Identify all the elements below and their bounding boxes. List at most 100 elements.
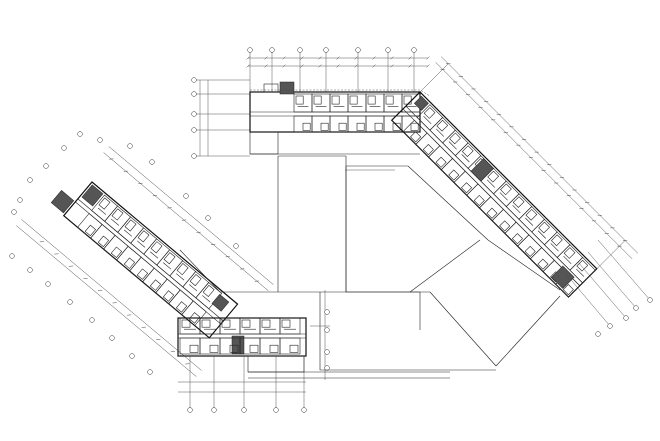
north-bath [392, 122, 401, 131]
dimension-tick [39, 241, 44, 243]
dimension-tick [54, 253, 59, 255]
dimension-tick [597, 215, 602, 216]
dimension-tick [97, 290, 103, 292]
dimension-tick [123, 170, 128, 172]
dimension-tick [572, 189, 577, 191]
north-room-lower [401, 115, 421, 133]
south-bath [249, 344, 259, 353]
south-bath [241, 319, 251, 328]
north-bath [385, 95, 394, 105]
north-bath [295, 95, 304, 105]
dimension-tick [579, 208, 584, 209]
east-bath [551, 234, 563, 247]
west-bath [149, 279, 162, 291]
east-bath [511, 233, 523, 245]
east-furniture [499, 192, 508, 201]
east-bath [461, 182, 473, 194]
dimension-tick [336, 64, 340, 68]
dimension-tick [112, 302, 117, 304]
west-furniture [110, 218, 120, 226]
dimension-tick [167, 207, 172, 209]
west-bath [123, 257, 136, 269]
dimension-tick [521, 139, 527, 140]
east-furniture [550, 243, 559, 252]
west-bath [111, 208, 124, 221]
dimension-tick [610, 227, 615, 229]
dimension-tick [141, 326, 146, 328]
dimension-tick [465, 94, 471, 95]
east-furniture [436, 128, 445, 137]
north-bath [403, 95, 412, 105]
dimension-tick [372, 56, 376, 60]
dimension-tick [484, 101, 489, 102]
dimension-tick [185, 363, 190, 365]
west-furniture [136, 240, 146, 248]
east-bath [487, 170, 500, 183]
east-furniture [423, 115, 432, 125]
east-furniture [563, 255, 572, 265]
dimension-tick [566, 195, 572, 196]
west-furniture [97, 207, 107, 215]
west-bath [97, 235, 110, 248]
north-bath [367, 95, 376, 105]
east-bath [538, 221, 550, 234]
dimension-tick [246, 56, 250, 60]
east-bath [486, 207, 498, 219]
dimension-tick [478, 107, 483, 108]
dimension-tick [254, 280, 259, 282]
west-furniture [202, 295, 211, 303]
west-bath [189, 273, 202, 287]
dimension-tick [264, 56, 268, 60]
north-bath [320, 122, 329, 131]
dimension-tick [152, 195, 158, 197]
east-bath [512, 196, 525, 208]
dimension-tick [528, 157, 534, 158]
dimension-tick [585, 202, 590, 203]
dimension-tick [300, 64, 304, 68]
dimension-tick [554, 182, 559, 184]
east-bath [423, 107, 436, 119]
east-bath [448, 169, 460, 181]
dimension-tick [156, 339, 161, 340]
dimension-tick [68, 265, 74, 267]
east-bath [461, 145, 474, 157]
east-furniture [461, 154, 470, 163]
grid-bubble [385, 47, 391, 53]
west-bath [202, 284, 215, 298]
east-bath [449, 132, 461, 145]
east-wing [390, 56, 638, 298]
east-bath [422, 144, 434, 156]
dimension-tick [458, 76, 464, 77]
dimension-tick [109, 158, 114, 160]
dimension-tick [471, 88, 476, 90]
east-furniture [537, 230, 546, 239]
dimension-tick [426, 64, 430, 68]
dimension-tick [453, 81, 458, 83]
north-bath [410, 122, 419, 131]
west-bubbles [9, 131, 239, 375]
dimension-tick [390, 64, 394, 68]
dimension-tick [318, 64, 322, 68]
west-bath [84, 224, 97, 237]
dimension-tick [318, 56, 322, 60]
dimension-tick [509, 126, 514, 128]
dimension-tick [336, 56, 340, 60]
dimension-tick [127, 314, 132, 316]
dimension-tick [604, 233, 609, 234]
west-bath [163, 252, 176, 265]
dimension-tick [264, 64, 268, 68]
north-bath [374, 122, 383, 131]
west-bath [175, 301, 188, 313]
east-furniture [576, 268, 585, 277]
north-bath [349, 95, 358, 105]
dimension-tick [592, 220, 597, 222]
east-bath [524, 245, 536, 257]
north-bath [356, 122, 365, 131]
west-wing [16, 146, 274, 377]
south-bath [181, 319, 191, 328]
dimension-tick [300, 56, 304, 60]
dimension-tick [516, 144, 521, 146]
east-bath [525, 208, 538, 221]
